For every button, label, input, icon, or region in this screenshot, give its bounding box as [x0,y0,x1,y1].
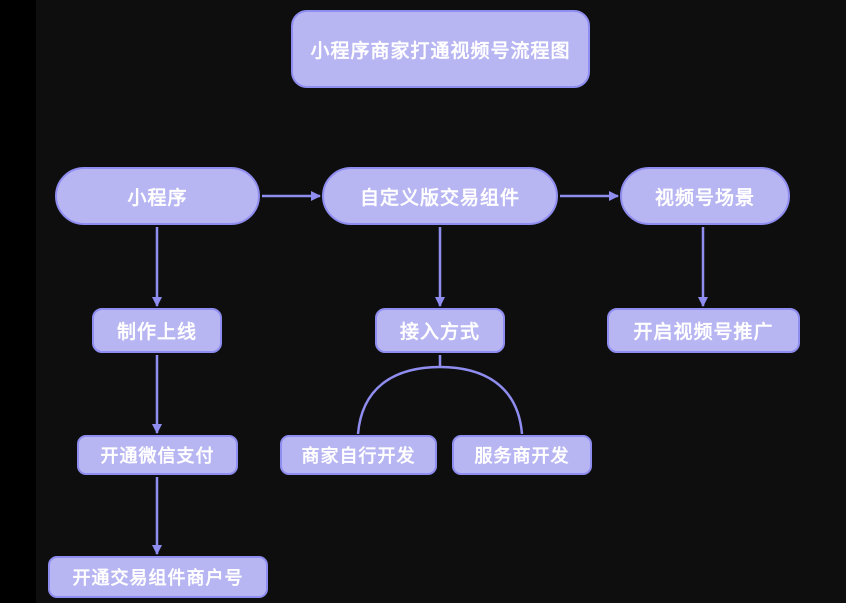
node-access-method: 接入方式 [375,308,505,353]
node-channels-promo: 开启视频号推广 [607,308,800,353]
node-title: 小程序商家打通视频号流程图 [291,10,590,88]
node-build-launch: 制作上线 [92,308,222,353]
node-custom-component: 自定义版交易组件 [322,167,558,225]
diagram-canvas [36,0,846,603]
node-wechat-pay: 开通微信支付 [77,435,238,475]
node-provider-dev: 服务商开发 [452,435,592,475]
node-merchant-dev: 商家自行开发 [280,435,437,475]
node-miniprogram: 小程序 [55,167,260,225]
node-component-account: 开通交易组件商户号 [48,556,268,598]
node-channels-scene: 视频号场景 [620,167,790,225]
